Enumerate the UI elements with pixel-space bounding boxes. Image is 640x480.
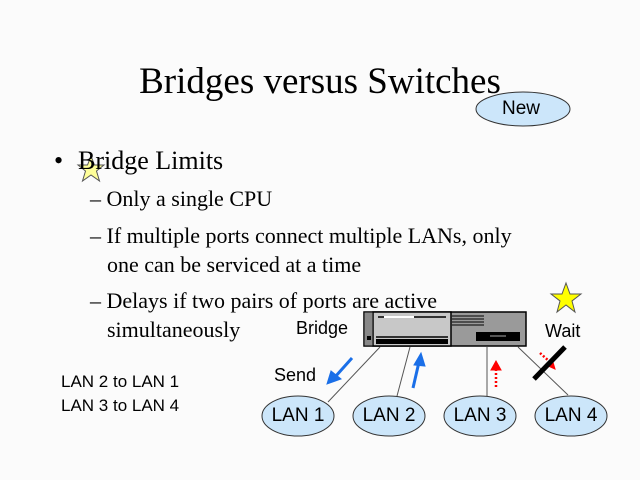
star-icon — [76, 154, 106, 183]
lan-4-label: LAN 4 — [544, 405, 598, 426]
lan-2-label: LAN 2 — [362, 405, 416, 426]
sub-text: Delays if two pairs of ports are active — [106, 288, 438, 313]
new-badge-label: New — [502, 98, 541, 119]
sub-bullet-2: – If multiple ports connect multiple LAN… — [90, 223, 512, 249]
sub-marker: – — [90, 223, 101, 248]
sub-text: If multiple ports connect multiple LANs,… — [106, 223, 512, 248]
bullet-text: Bridge Limits — [78, 146, 224, 175]
sub-marker: – — [90, 186, 101, 211]
flow-1: LAN 2 to LAN 1 — [61, 372, 180, 391]
wait-arrow-icon — [490, 359, 502, 387]
sub-bullet-3: – Delays if two pairs of ports are activ… — [90, 288, 437, 314]
lan-1-label: LAN 1 — [271, 405, 325, 426]
send-arrow-icon — [326, 356, 354, 385]
sub-bullet-2-cont: one can be serviced at a time — [107, 252, 362, 277]
wait-label: Wait — [545, 321, 581, 341]
flow-2: LAN 3 to LAN 4 — [61, 396, 180, 415]
lan-3-shape[interactable] — [443, 395, 517, 437]
receive-arrow-icon — [411, 351, 426, 389]
sub-text: Only a single CPU — [106, 186, 273, 211]
blocked-bar-icon — [532, 345, 567, 381]
send-label: Send — [274, 365, 317, 385]
lan-3-label: LAN 3 — [453, 405, 507, 426]
bullet-marker: • — [54, 146, 64, 175]
link-lan1 — [327, 346, 381, 403]
new-badge-shape — [475, 91, 571, 127]
link-lan2 — [396, 346, 411, 397]
lan-4-shape[interactable] — [534, 395, 608, 437]
sub-marker: – — [90, 288, 101, 313]
lan-1-shape[interactable] — [261, 395, 335, 437]
slide-title: Bridges versus Switches — [139, 61, 501, 102]
star-icon — [549, 281, 583, 314]
bridge-label: Bridge — [296, 318, 349, 338]
sub-bullet-1: – Only a single CPU — [90, 186, 272, 212]
bridge-device-icon — [363, 311, 527, 347]
sub-bullet-3-cont: simultaneously — [107, 317, 241, 342]
lan-2-shape[interactable] — [352, 395, 426, 437]
